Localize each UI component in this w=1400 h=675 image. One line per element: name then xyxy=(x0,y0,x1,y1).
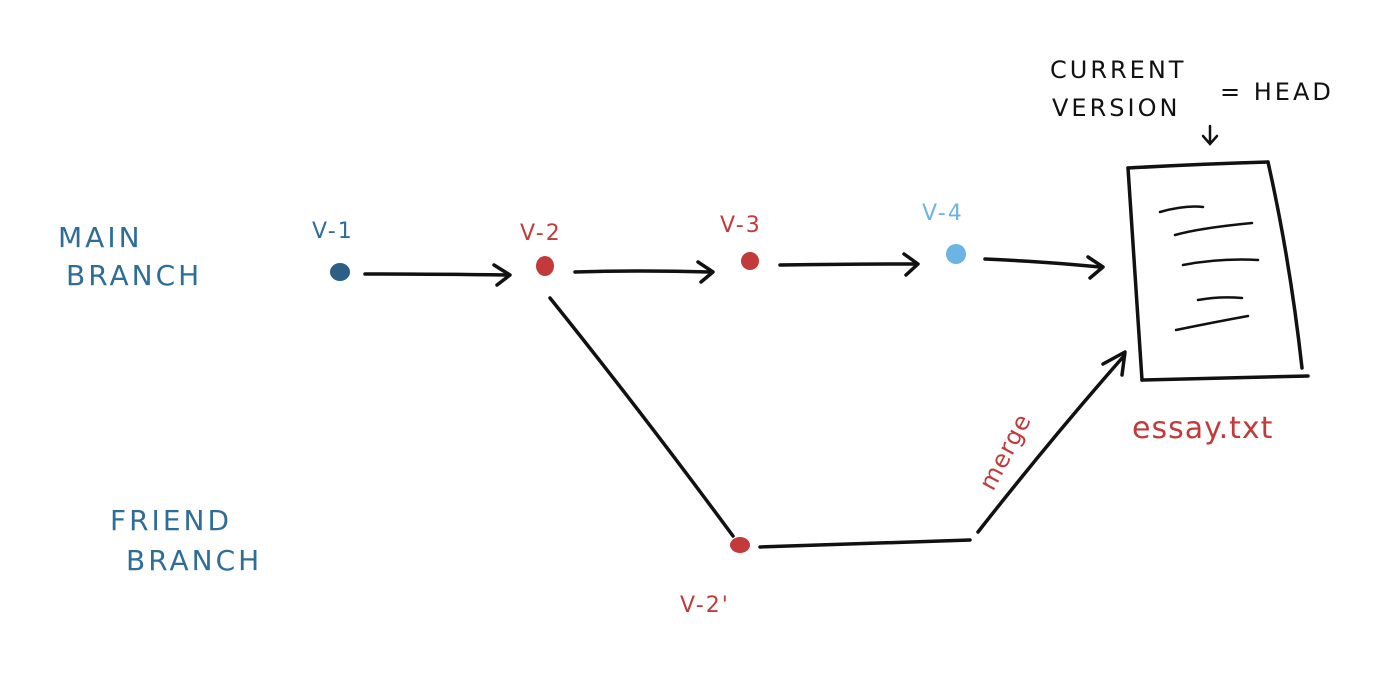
friend-branch-label-line1: FRIEND xyxy=(110,504,232,537)
branch-line-v2-to-v2-prime xyxy=(548,296,735,538)
merge-arrow xyxy=(976,350,1127,534)
node-v1 xyxy=(330,263,350,281)
note-version: VERSION xyxy=(1052,94,1180,122)
document-icon xyxy=(1126,160,1310,382)
version-label-v2-prime: V-2' xyxy=(680,593,730,618)
arrow-v4-file xyxy=(983,255,1105,280)
friend-branch-label-line2: BRANCH xyxy=(126,544,262,577)
branch-line-v2-prime-to-merge xyxy=(758,538,972,549)
down-arrow-icon xyxy=(1201,124,1219,146)
version-label-v4: V-4 xyxy=(922,201,964,226)
node-v2 xyxy=(536,256,554,276)
node-v4 xyxy=(946,244,966,264)
version-label-v3: V-3 xyxy=(720,213,762,238)
merge-label: merge xyxy=(974,409,1037,495)
file-name: essay.txt xyxy=(1132,411,1273,446)
arrow-v1-v2 xyxy=(363,263,512,287)
node-v3 xyxy=(741,252,759,270)
version-label-v2: V-2 xyxy=(520,221,562,246)
version-label-v1: V-1 xyxy=(312,219,354,244)
arrow-v2-v3 xyxy=(573,260,715,284)
note-equals-head: = HEAD xyxy=(1220,78,1334,106)
main-branch-label-line2: BRANCH xyxy=(66,259,202,292)
note-current: CURRENT xyxy=(1050,56,1186,84)
arrow-v3-v4 xyxy=(778,252,920,277)
main-branch-label-line1: MAIN xyxy=(58,221,143,254)
node-v2-prime xyxy=(730,537,750,553)
